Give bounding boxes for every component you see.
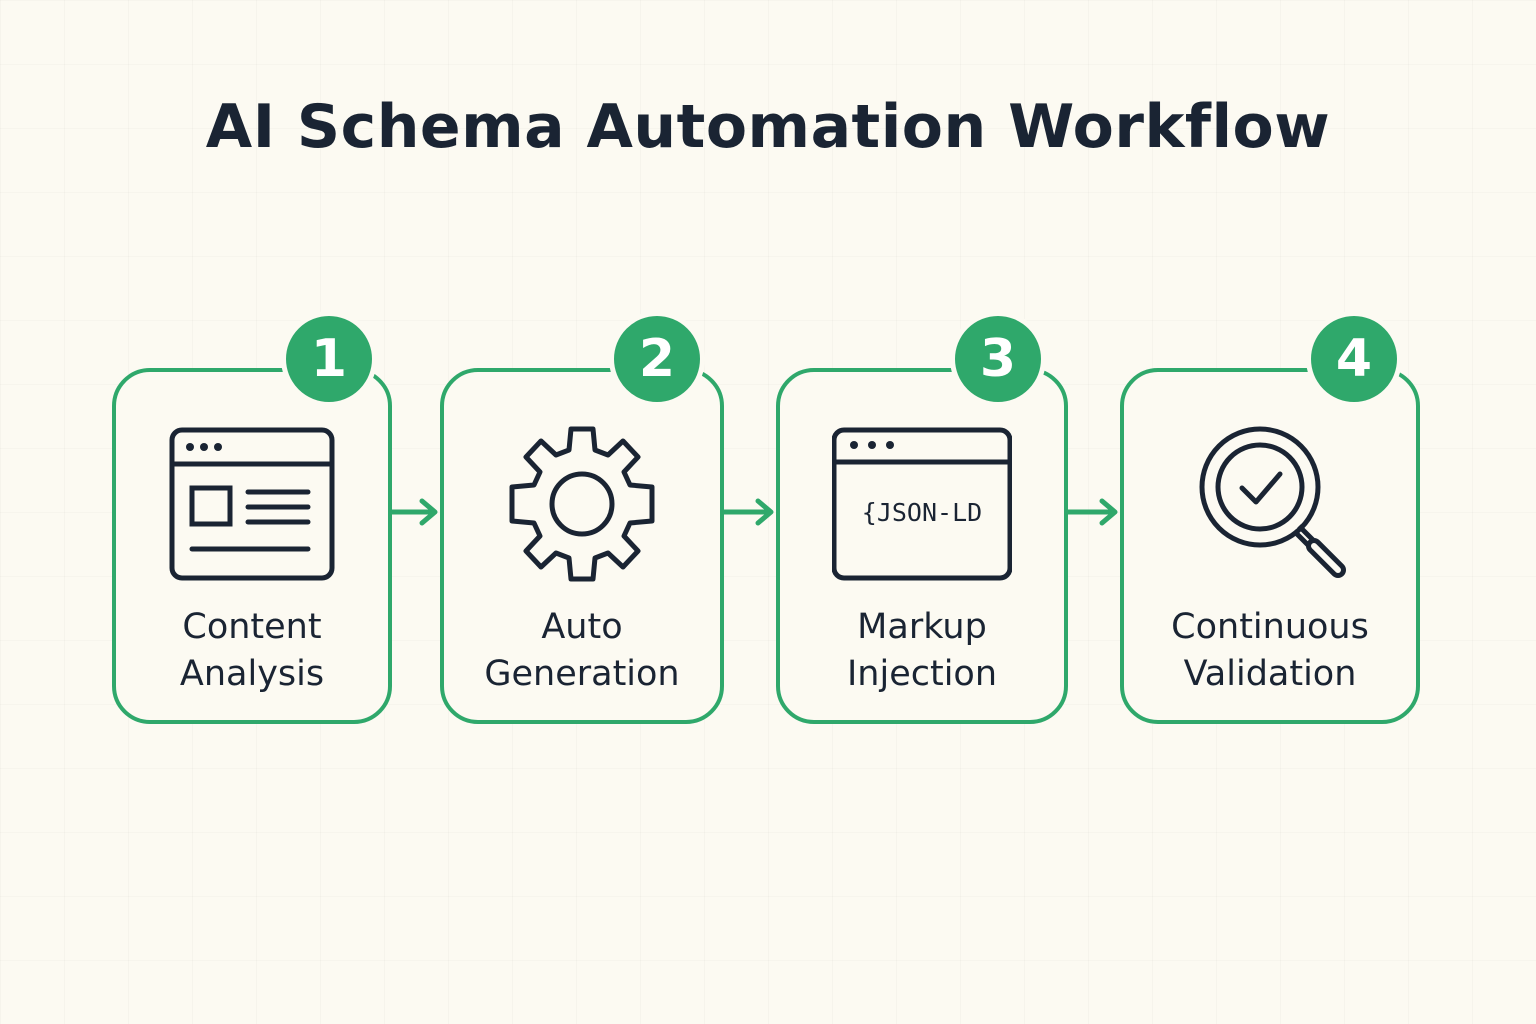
step-label-line1: Auto (541, 607, 623, 647)
step-label-line1: Continuous (1171, 607, 1369, 647)
gear-icon (509, 426, 655, 582)
step-number-badge: 4 (1306, 311, 1402, 407)
step-label-line1: Content (182, 607, 322, 647)
step-label-line1: Markup (857, 607, 987, 647)
magnifier-check-icon (1199, 426, 1346, 578)
step-number-badge: 2 (609, 311, 705, 407)
step-card-content-analysis: Content Analysis (112, 368, 392, 724)
step-label: Continuous Validation (1124, 604, 1416, 698)
step-label-line2: Validation (1183, 654, 1357, 694)
step-number-badge: 3 (950, 311, 1046, 407)
json-ld-code-text: {JSON-LD (862, 498, 982, 527)
arrow-right-icon (392, 498, 438, 526)
step-label-line2: Analysis (179, 654, 325, 694)
arrow-right-icon (724, 498, 774, 526)
step-card-markup-injection: {JSON-LD Markup Injection (776, 368, 1068, 724)
webpage-layout-icon (169, 427, 335, 581)
step-label-line2: Generation (484, 654, 680, 694)
arrow-right-icon (1068, 498, 1118, 526)
step-number-badge: 1 (281, 311, 377, 407)
step-label-line2: Injection (846, 654, 998, 694)
step-card-continuous-validation: Continuous Validation (1120, 368, 1420, 724)
code-window-icon: {JSON-LD (832, 427, 1012, 581)
step-label: Markup Injection (780, 604, 1064, 698)
step-label: Auto Generation (444, 604, 720, 698)
step-label: Content Analysis (116, 604, 388, 698)
step-card-auto-generation: Auto Generation (440, 368, 724, 724)
page-title: AI Schema Automation Workflow (205, 92, 1331, 162)
